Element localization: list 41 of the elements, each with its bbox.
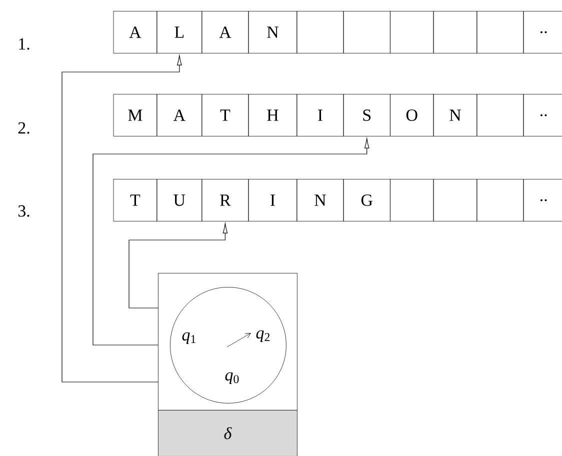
tape-cell: N (433, 94, 478, 136)
control-box (158, 273, 298, 410)
tape-cell: U (156, 179, 202, 222)
tape-cell: A (113, 11, 158, 54)
state-label: q$_{1}$ (182, 332, 196, 344)
tape-cell (343, 11, 390, 54)
tape-cell: R (202, 179, 249, 222)
head-pointer-line (62, 55, 182, 382)
tape-cell: N (248, 11, 298, 54)
tape-cell: T (113, 179, 158, 222)
tape-cell: H (248, 94, 298, 136)
state-label: q$_{0}$ (225, 372, 239, 384)
state-label: q$_{2}$ (256, 330, 270, 342)
tape-number: 3. (18, 205, 30, 217)
tape-cell: G (343, 179, 390, 222)
tape-cell: .. (523, 11, 562, 54)
tape-cell (433, 11, 478, 54)
tape-cell (296, 11, 344, 54)
tape-number: 2. (18, 122, 30, 134)
tape-cell (390, 11, 434, 54)
tape-cell: A (156, 94, 202, 136)
tape-cell: I (248, 179, 298, 222)
tape-number: 1. (19, 38, 30, 50)
transition-box: δ (158, 410, 298, 456)
tape-cell: A (202, 11, 249, 54)
tape-cell (390, 179, 434, 222)
tape-cell: L (156, 11, 202, 54)
tape-cell (433, 179, 478, 222)
tape-cell: N (296, 179, 344, 222)
tape-cell: .. (523, 94, 562, 136)
tape-cell: I (296, 94, 344, 136)
tape-cell: S (343, 94, 390, 136)
tape-cell: M (113, 94, 158, 136)
head-pointer-line (128, 223, 228, 308)
tape-cell: O (390, 94, 434, 136)
tape-cell (476, 11, 524, 54)
tape-cell: .. (523, 179, 562, 222)
head-pointer-line (92, 138, 370, 346)
tape-cell (476, 179, 524, 222)
tape-cell: T (202, 94, 249, 136)
tape-cell (476, 94, 524, 136)
